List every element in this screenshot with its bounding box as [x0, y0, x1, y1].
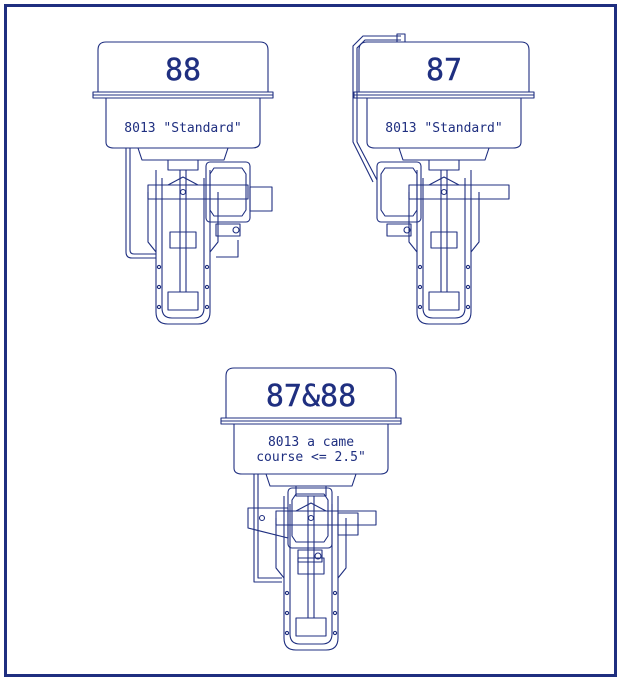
label-88-line1: 8013 "Standard" — [124, 121, 241, 136]
label-87-88-line1: 8013 a came — [268, 435, 354, 450]
number-88: 88 — [165, 53, 201, 88]
number-87: 87 — [426, 53, 462, 88]
actuator-87-88 — [220, 367, 402, 651]
actuator-87 — [352, 33, 535, 325]
label-87-88-line2: course <= 2.5" — [256, 450, 366, 465]
label-87-line1: 8013 "Standard" — [385, 121, 502, 136]
number-87-88: 87&88 — [266, 379, 356, 414]
actuator-88 — [92, 41, 274, 325]
